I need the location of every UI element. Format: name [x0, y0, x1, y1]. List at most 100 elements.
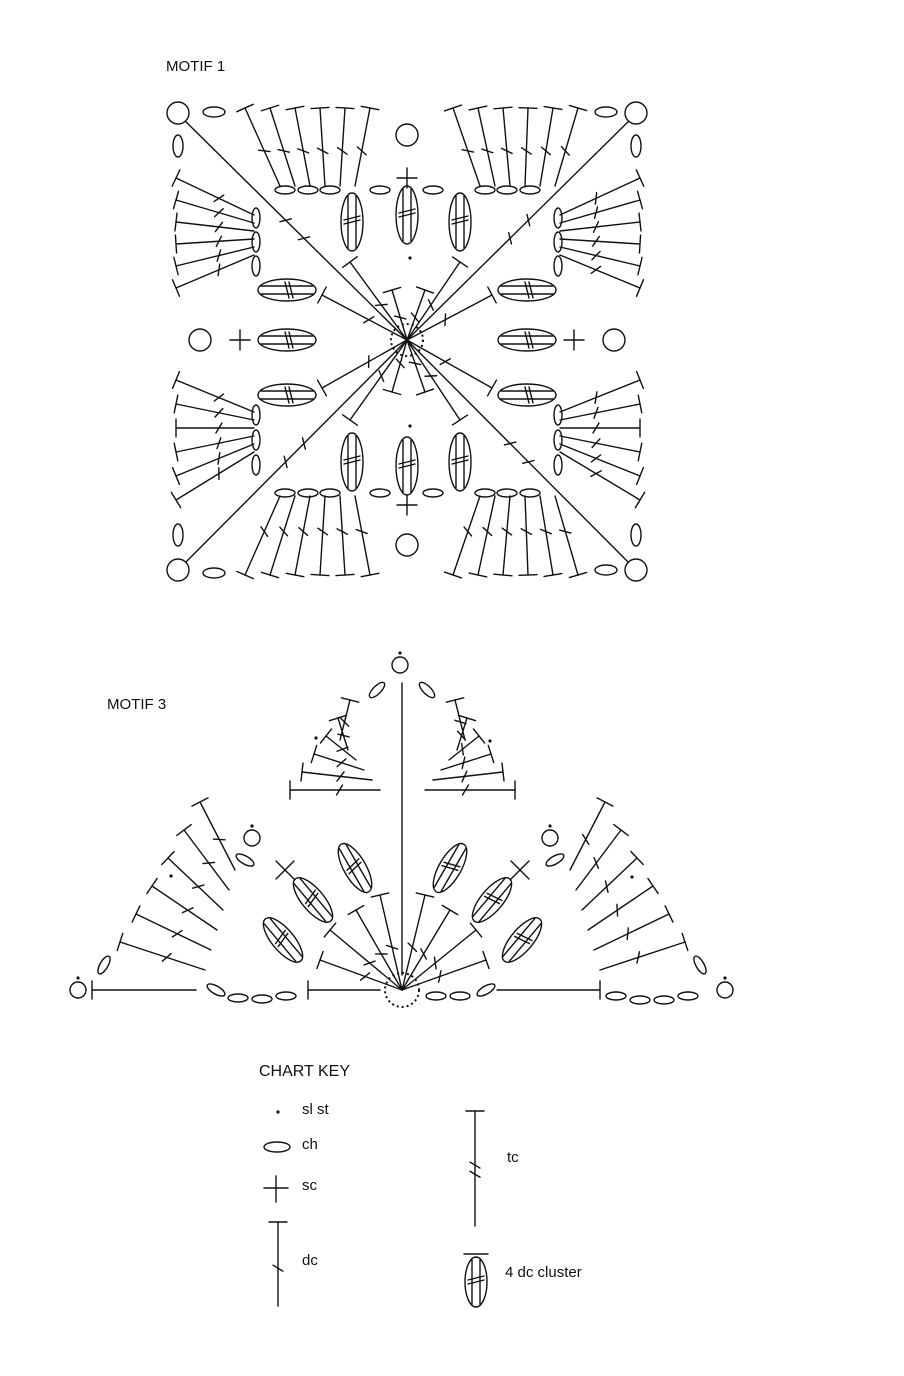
key-label-sc: sc	[302, 1177, 317, 1194]
chain-stitch	[251, 255, 261, 277]
stitch-tick	[363, 316, 375, 324]
cluster-tick	[451, 215, 469, 221]
stitch-post	[477, 495, 496, 576]
slip-stitch	[408, 256, 412, 260]
inner-spoke	[342, 255, 408, 341]
stitch-top-bar	[360, 572, 380, 578]
stitch-post	[175, 254, 255, 289]
stitch-tick	[202, 861, 216, 865]
dc-cluster	[257, 278, 317, 302]
fan-dc	[335, 106, 355, 187]
stitch-post	[406, 339, 493, 389]
cluster-tick	[528, 331, 534, 349]
fan-dc	[518, 106, 538, 187]
motif-3-chart	[69, 651, 734, 1008]
stitch-tick	[298, 526, 309, 537]
stitch-tick	[297, 148, 310, 154]
key-label-slst: sl st	[302, 1101, 329, 1118]
stitch-top-bar	[468, 105, 488, 111]
chain-stitch	[629, 995, 651, 1005]
stitch-tick	[540, 146, 551, 156]
stitch-post	[244, 495, 281, 576]
stitch-post	[569, 801, 606, 871]
stitch-tick	[393, 315, 407, 320]
stitch-tick	[522, 459, 535, 465]
fan-dc	[173, 246, 255, 276]
chain-stitch	[653, 995, 675, 1005]
fan-dc	[236, 495, 281, 580]
dc-cluster	[337, 842, 373, 894]
inner-spoke	[316, 339, 408, 397]
chain-stitch	[553, 454, 563, 476]
stitch-top-bar	[451, 256, 469, 268]
stitch-tick	[272, 1264, 284, 1272]
stitch-post	[581, 857, 638, 911]
cluster-tick	[451, 219, 469, 225]
stitch-tick	[593, 406, 599, 419]
chain-stitch	[227, 993, 249, 1003]
stitch-tick	[395, 358, 405, 369]
stitch-tick	[213, 208, 224, 218]
stitch-tick	[500, 147, 513, 155]
stitch-post	[401, 959, 487, 991]
stitch-tick	[335, 784, 344, 796]
stitch-tick	[439, 358, 452, 366]
single-crochet	[510, 860, 530, 880]
stitch-top-bar	[469, 922, 483, 938]
cluster-tick	[524, 386, 530, 404]
stitch-tick	[482, 526, 493, 537]
chain-stitch	[553, 207, 563, 229]
cluster-tick	[398, 212, 416, 218]
fan-dc	[539, 105, 563, 187]
dc-cluster	[292, 877, 334, 923]
stitch-top-bar	[596, 797, 614, 807]
fan-dc	[191, 797, 236, 871]
chain-stitch	[553, 429, 563, 451]
stitch-post	[559, 403, 641, 421]
fan-dc	[328, 714, 350, 751]
stitch-top-bar	[636, 190, 644, 210]
stitch-tick	[217, 263, 221, 277]
stitch-top-bar	[170, 491, 182, 509]
cluster-tick	[398, 208, 416, 214]
stitch-top-bar	[316, 950, 324, 970]
fan-dc	[354, 495, 380, 578]
chain-stitch	[553, 255, 563, 277]
stitch-post	[554, 107, 579, 187]
stitch-tick	[593, 206, 599, 219]
chain-stitch	[251, 207, 261, 229]
stitch-top-bar	[568, 571, 588, 579]
stitch-tick	[591, 250, 601, 261]
fan-dc	[171, 370, 255, 413]
chain-stitch	[474, 185, 496, 195]
chain-stitch	[251, 454, 261, 476]
chain-stitch	[553, 231, 563, 253]
chain-stitch	[369, 185, 391, 195]
stitch-post	[269, 107, 296, 187]
ray-dc	[401, 950, 490, 991]
stitch-top-bar	[482, 950, 490, 970]
stitch-top-bar	[335, 106, 355, 110]
cluster-post	[440, 848, 467, 892]
picot-ring	[188, 328, 212, 352]
stitch-top-bar	[543, 105, 563, 111]
stitch-post	[502, 495, 511, 576]
stitch-post	[199, 801, 236, 871]
fan-dc	[575, 823, 629, 891]
fan-dc	[354, 105, 380, 187]
stitch-post	[559, 254, 641, 289]
stitch-top-bar	[300, 762, 304, 782]
cluster-post	[433, 844, 460, 888]
stitch-post	[524, 107, 529, 187]
stitch-top-bar	[317, 286, 327, 304]
stitch-post	[452, 107, 481, 187]
chain-stitch	[605, 991, 627, 1001]
stitch-tick	[257, 149, 271, 153]
stitch-post	[319, 495, 326, 576]
dc-cluster	[448, 192, 472, 252]
stitch-post	[321, 339, 408, 389]
stitch-tick	[590, 470, 602, 478]
stitch-top-bar	[172, 190, 180, 210]
cluster-tick	[513, 935, 531, 945]
stitch-post	[167, 857, 224, 911]
